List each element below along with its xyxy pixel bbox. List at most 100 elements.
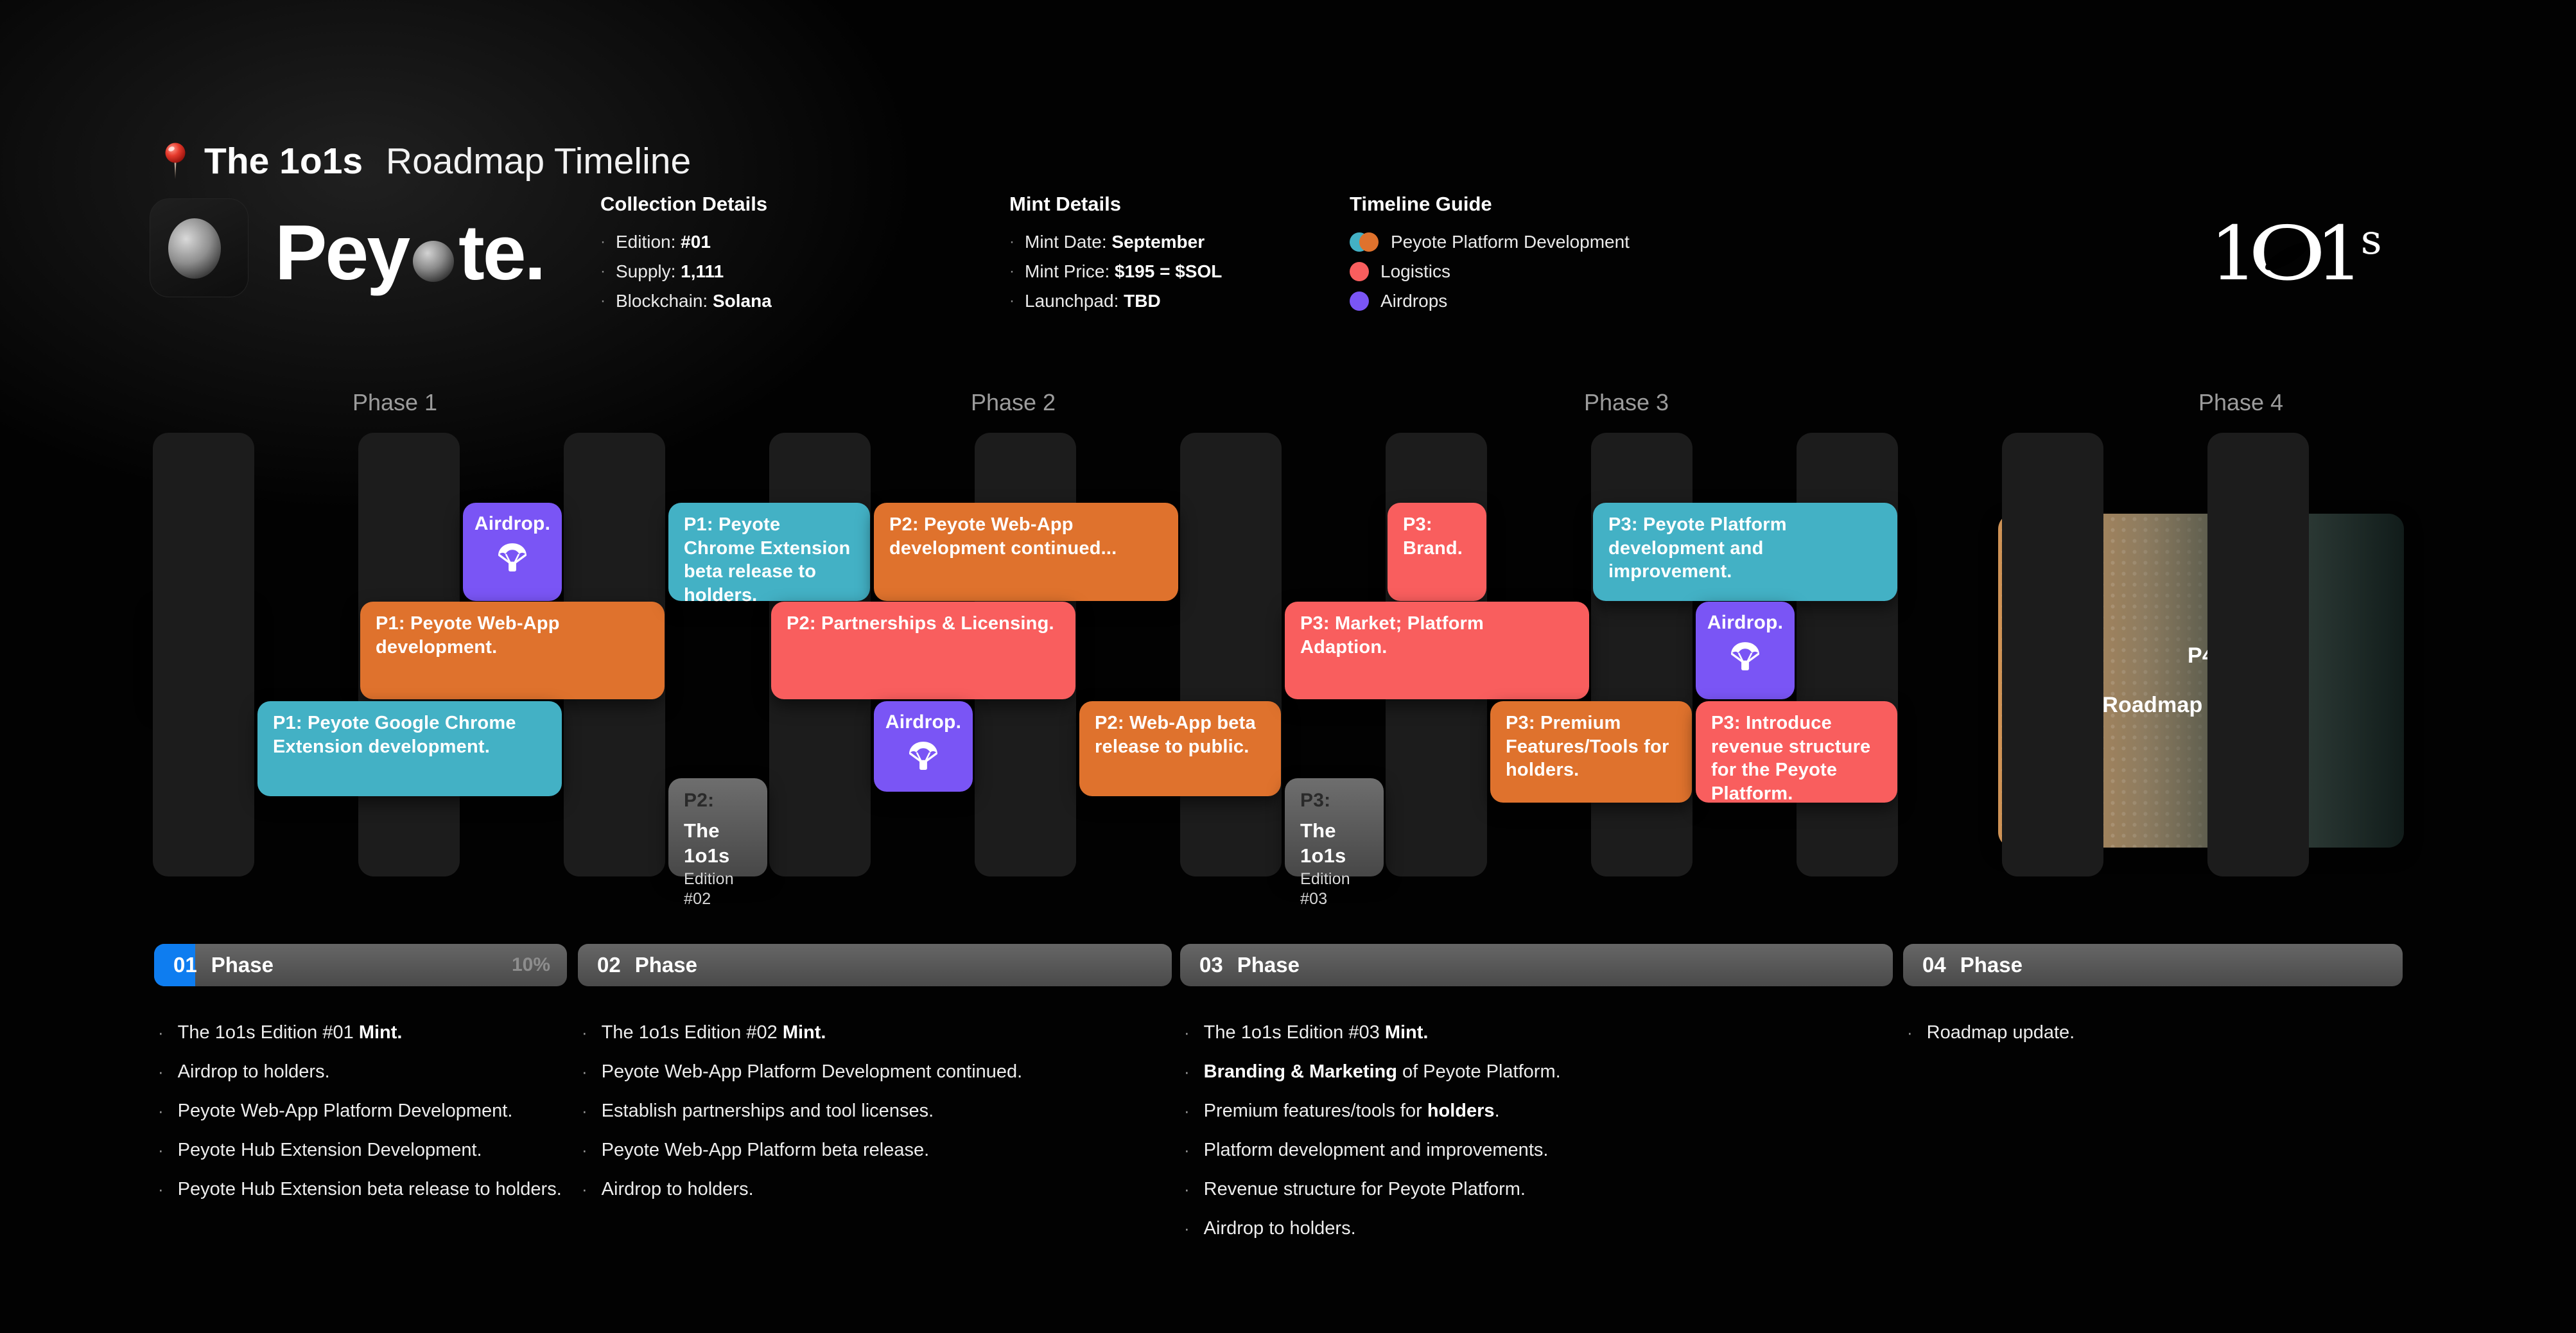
pin-icon [165, 143, 186, 179]
phase-number: 04 [1922, 953, 1946, 977]
bullet-item: ·The 1o1s Edition #02 Mint. [582, 1022, 1022, 1043]
wordmark-te: te. [458, 209, 546, 296]
bullet-text: The 1o1s Edition #01 Mint. [177, 1022, 403, 1043]
collection-details: Collection Details ·Edition: #01 ·Supply… [600, 193, 772, 321]
bullet-text: Peyote Web-App Platform beta release. [601, 1140, 930, 1160]
bullet-text: The 1o1s Edition #03 Mint. [1203, 1022, 1429, 1043]
collection-edition-row: ·Edition: #01 [600, 232, 711, 252]
mint-details-heading: Mint Details [1009, 193, 1121, 215]
timeline-column [1180, 433, 1282, 876]
edition-phase: P3: [1300, 790, 1331, 811]
bullet-dot: · [1184, 1180, 1190, 1199]
card-p2-airdrop: Airdrop. [874, 701, 973, 792]
peyote-sphere-icon [168, 218, 221, 279]
mint-price-row: ·Mint Price: $195 = $SOL [1009, 261, 1223, 281]
bullet-item: ·Revenue structure for Peyote Platform. [1184, 1179, 1561, 1199]
phase-bullet-list: · The 1o1s Edition #03 Mint. ·Branding & M… [1184, 1022, 1561, 1257]
edition-sub: Edition #03 [1300, 869, 1350, 909]
card-p3-premium-features: P3: Premium Features/Tools for holders. [1490, 701, 1692, 803]
edition-phase: P2: [684, 790, 715, 811]
card-p3-brand: P3: Brand. [1388, 503, 1486, 601]
collection-details-heading: Collection Details [600, 193, 768, 215]
bullet-dot: · [158, 1101, 164, 1120]
phase-number: 01 [173, 953, 197, 977]
airdrop-label: Airdrop. [1707, 612, 1784, 633]
card-p2-partnerships: P2: Partnerships & Licensing. [771, 602, 1075, 699]
teal-orange-dot-icon [1350, 232, 1379, 252]
red-dot-icon [1350, 262, 1369, 281]
bullet-item: ·The 1o1s Edition #01 Mint. [158, 1022, 562, 1043]
phase-label: Phase 3 [1583, 389, 1669, 415]
phase-word: Phase [1237, 953, 1300, 977]
peyote-logo-tile [150, 198, 248, 297]
phase-bullet-list: ·The 1o1s Edition #02 Mint.·Peyote Web-A… [582, 1022, 1022, 1218]
phase-label: Phase 2 [970, 389, 1056, 415]
mint-launchpad-row: ·Launchpad: TBD [1009, 291, 1161, 311]
bullet-dot: · [1009, 292, 1014, 309]
bullet-dot: · [600, 263, 605, 280]
bullet-text: The 1o1s Edition #02 Mint. [601, 1022, 826, 1043]
phase-word: Phase [634, 953, 697, 977]
bullet-item: · Peyote Hub Extension Development. [158, 1140, 562, 1160]
bullet-item: · Premium features/tools for holders. [1184, 1101, 1561, 1121]
legend-airdrops: Airdrops [1350, 291, 1630, 311]
edition-sub: Edition #02 [684, 869, 734, 909]
bullet-dot: · [1184, 1023, 1190, 1042]
phase-bullet-list: ·The 1o1s Edition #01 Mint.·Airdrop to h… [158, 1022, 562, 1218]
bullet-dot: · [158, 1062, 164, 1081]
bullet-text: Peyote Hub Extension Development. [177, 1140, 482, 1160]
bullet-dot: · [1009, 233, 1014, 250]
bullet-item: ·Peyote Web-App Platform Development. [158, 1101, 562, 1121]
card-p1-airdrop: Airdrop. [463, 503, 562, 601]
phase-word: Phase [211, 953, 274, 977]
title-bold: The 1o1s [204, 141, 363, 182]
bullet-dot: · [1184, 1101, 1190, 1120]
bullet-dot: · [158, 1180, 164, 1199]
edition-title: The 1o1s [1300, 819, 1346, 867]
bullet-dot: · [582, 1062, 587, 1081]
card-p3-platform-dev: P3: Peyote Platform development and impr… [1593, 503, 1897, 601]
phase-word: Phase [1960, 953, 2023, 977]
timeline-guide-heading: Timeline Guide [1350, 193, 1492, 215]
purple-dot-icon [1350, 292, 1369, 311]
timeline-guide: Timeline Guide Peyote Platform Developme… [1350, 193, 1630, 321]
bullet-item: ·Airdrop to holders. [582, 1179, 1022, 1199]
bullet-dot: · [582, 1180, 587, 1199]
timeline-column [153, 433, 254, 876]
title-rest: Roadmap Timeline [376, 141, 692, 182]
collection-blockchain-row: ·Blockchain: Solana [600, 291, 772, 311]
phase-progress-bar: 04 Phase [1903, 944, 2403, 986]
bullet-text: Airdrop to holders. [1203, 1218, 1356, 1239]
card-p2-webapp-continued: P2: Peyote Web-App development continued… [874, 503, 1178, 601]
bullet-item: ·Branding & Marketing of Peyote Platform… [1184, 1061, 1561, 1082]
phase-number: 02 [597, 953, 621, 977]
legend-logistics: Logistics [1350, 261, 1630, 281]
mint-details: Mint Details ·Mint Date: September ·Mint… [1009, 193, 1222, 321]
bullet-text: Premium features/tools for holders. [1203, 1101, 1500, 1121]
bullet-item: ·Platform development and improvements. [1184, 1140, 1561, 1160]
page-title: The 1o1s Roadmap Timeline [159, 140, 691, 182]
bullet-text: Airdrop to holders. [177, 1061, 330, 1082]
phase-bullet-list: ·Roadmap update. [1907, 1022, 2075, 1061]
bullet-item: ·Roadmap update. [1907, 1022, 2075, 1043]
bullet-item: ·Peyote Web-App Platform beta release. [582, 1140, 1022, 1160]
bullet-dot: · [600, 233, 605, 250]
wordmark-pey: Pey [275, 209, 410, 296]
bullet-item: ·Establish partnerships and tool license… [582, 1101, 1022, 1121]
airdrop-label: Airdrop. [474, 513, 551, 534]
bullet-dot: · [1184, 1140, 1190, 1160]
progress-fill [154, 944, 196, 986]
parachute-icon [1731, 641, 1759, 670]
parachute-icon [498, 543, 527, 571]
phase-label: Phase 1 [352, 389, 438, 415]
bullet-text: Peyote Web-App Platform Development cont… [601, 1061, 1023, 1082]
timeline-column [2002, 433, 2103, 876]
card-p1-webapp-dev: P1: Peyote Web-App development. [360, 602, 665, 699]
bullet-dot: · [158, 1140, 164, 1160]
collection-supply-row: ·Supply: 1,111 [600, 261, 724, 281]
bullet-dot: · [600, 292, 605, 309]
